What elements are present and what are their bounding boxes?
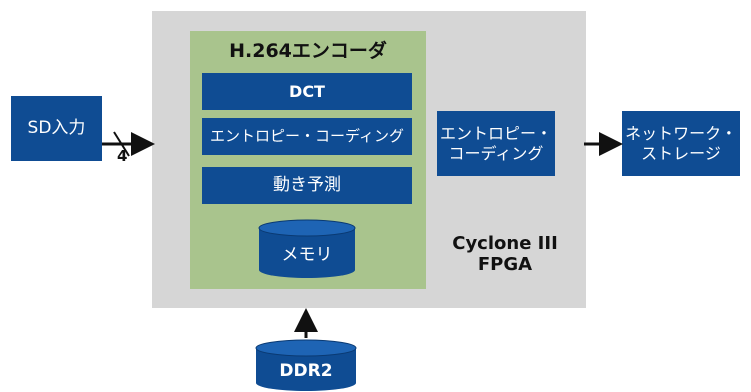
entropy-output-line1: エントロピー・ — [439, 123, 552, 143]
encoder-title: H.264エンコーダ — [229, 40, 387, 62]
entropy-output-line2: コーディング — [448, 143, 544, 163]
entropy-coding-block: エントロピー・コーディング — [202, 118, 412, 155]
memory-label: メモリ — [282, 245, 333, 265]
entropy-coding-output-block: エントロピー・ コーディング — [437, 111, 555, 176]
fpga-label: Cyclone III FPGA — [424, 233, 586, 275]
network-line1: ネットワーク・ — [625, 123, 737, 143]
fpga-label-line2: FPGA — [477, 253, 533, 275]
ddr2-label: DDR2 — [279, 361, 332, 381]
network-line2: ストレージ — [641, 143, 721, 163]
ddr2-cylinder: DDR2 — [255, 339, 357, 391]
memory-cylinder: メモリ — [258, 219, 356, 278]
motion-estimation-block: 動き予測 — [202, 167, 412, 204]
bus-width-label: 4 — [117, 147, 128, 165]
dct-block: DCT — [202, 73, 412, 110]
fpga-label-line1: Cyclone III — [452, 233, 558, 254]
network-storage-block: ネットワーク・ ストレージ — [622, 111, 740, 176]
bus-slash — [113, 131, 130, 157]
sd-input-block: SD入力 — [11, 96, 102, 161]
